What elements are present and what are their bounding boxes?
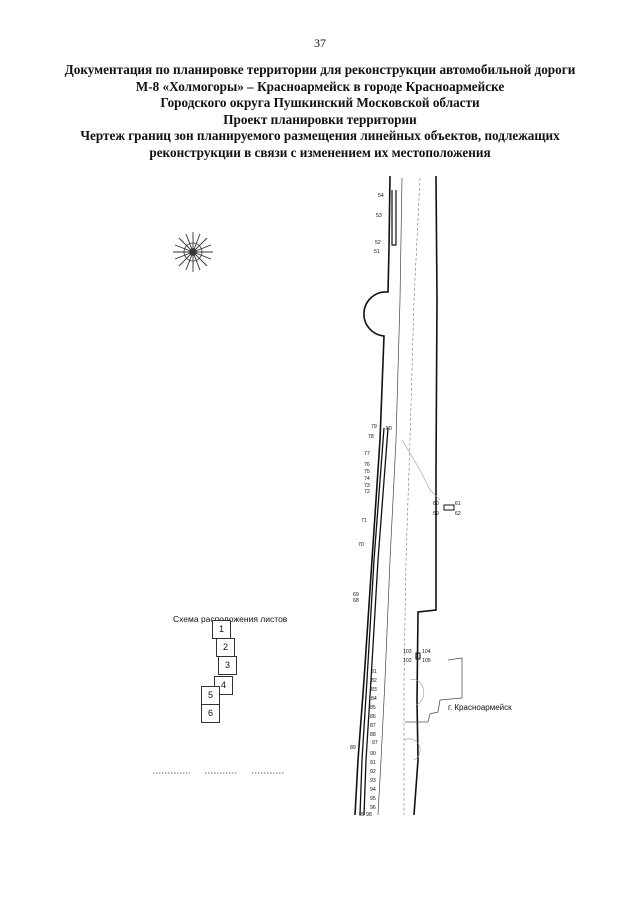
road-inner-edge	[377, 177, 403, 816]
point-label: 93	[370, 778, 376, 784]
point-label: 82	[371, 678, 377, 684]
point-label: 103	[403, 649, 412, 655]
point-label: 61	[455, 501, 461, 507]
title-line: М-8 «Холмогоры» – Красноармейск в городе…	[135, 78, 505, 94]
point-label: 75	[364, 469, 370, 475]
point-label: 91	[370, 760, 376, 766]
point-label: 52	[375, 240, 381, 246]
point-label: 85	[370, 705, 376, 711]
point-label: 87	[370, 723, 376, 729]
sheet-box-1: 1	[212, 620, 231, 639]
point-label: 80	[386, 426, 392, 432]
zone-marker-60-62	[443, 504, 455, 511]
sheet-box-3: 3	[218, 656, 237, 675]
zone-boundary-left	[359, 427, 385, 816]
title-line: Чертеж границ зон планируемого размещени…	[80, 128, 560, 144]
road-median	[403, 177, 421, 815]
point-label: 70	[358, 542, 364, 548]
point-label: 96	[370, 805, 376, 811]
point-label: 51	[374, 249, 380, 255]
point-label: 81	[371, 669, 377, 675]
sheet-scheme-caption: Схема расположения листов	[173, 614, 288, 624]
point-label: 90	[370, 751, 376, 757]
point-label: 105	[422, 658, 431, 664]
point-label: 71	[361, 518, 367, 524]
point-label: 94	[370, 787, 376, 793]
road-left-boundary	[354, 175, 391, 816]
point-label: 54	[378, 193, 384, 199]
point-label: 86	[370, 714, 376, 720]
access-paths	[401, 439, 441, 761]
sheet-box-2: 2	[216, 638, 235, 657]
point-label: 84	[371, 696, 377, 702]
point-label: 92	[370, 769, 376, 775]
point-label: 89	[350, 745, 356, 751]
point-label: 62	[455, 511, 461, 517]
title-line: Проект планировки территории	[223, 111, 417, 127]
sheet-box-6: 6	[201, 704, 220, 723]
point-label: 73	[364, 483, 370, 489]
point-label: 76	[364, 462, 370, 468]
point-label: 68	[353, 598, 359, 604]
north-arrow-icon	[173, 232, 213, 272]
page-number: 37	[314, 36, 326, 50]
sheet-box-5: 5	[201, 686, 220, 705]
point-label: 78	[368, 434, 374, 440]
title-line: Городского округа Пушкинский Московской …	[160, 95, 480, 111]
point-label: 59	[433, 511, 439, 517]
point-label: 99	[359, 812, 365, 818]
city-boundary	[405, 657, 463, 723]
point-label: 104	[422, 649, 431, 655]
zone-boundary-right	[363, 427, 389, 816]
point-label: 95	[370, 796, 376, 802]
point-label: 77	[364, 451, 370, 457]
point-label: 79	[371, 424, 377, 430]
title-line: Документация по планировке территории дл…	[64, 62, 576, 77]
title-line: реконструкции в связи с изменением их ме…	[149, 144, 491, 160]
point-label: 83	[371, 687, 377, 693]
road-right-boundary	[413, 175, 438, 816]
city-label: г. Красноармейск	[448, 703, 512, 712]
point-label: 69	[353, 592, 359, 598]
zone-marker-102-105	[415, 652, 421, 660]
point-label: 88	[370, 732, 376, 738]
zone-upper-segment	[391, 190, 397, 246]
point-label: 53	[376, 213, 382, 219]
document-title: Документация по планировке территории дл…	[60, 62, 580, 162]
point-label: 97	[372, 740, 378, 746]
point-label: 60	[433, 501, 439, 507]
point-labels: 54 53 52 51 79 80 78 77 76 75 74 73 72 7…	[350, 193, 461, 818]
point-label: 72	[364, 489, 370, 495]
point-label: 98	[366, 812, 372, 818]
point-label: 74	[364, 476, 370, 482]
point-label: 102	[403, 658, 412, 664]
